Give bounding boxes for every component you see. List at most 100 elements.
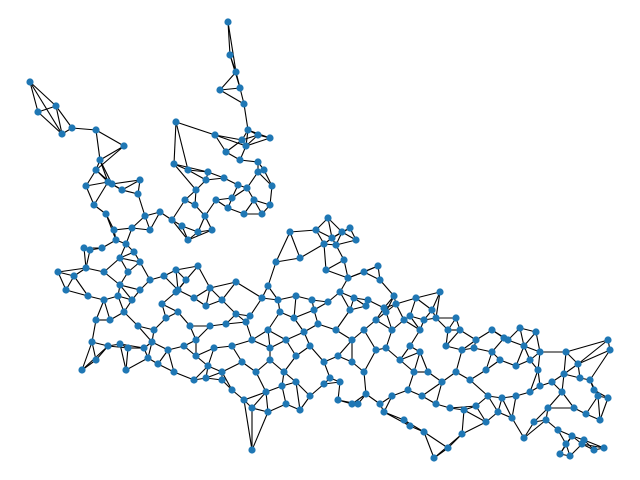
graph-node [206, 284, 214, 292]
graph-node [170, 160, 178, 168]
graph-node [208, 226, 216, 234]
graph-node [190, 294, 198, 302]
graph-node [136, 176, 144, 184]
graph-node [282, 336, 290, 344]
graph-edge [55, 105, 63, 135]
graph-node [472, 336, 480, 344]
graph-node [264, 282, 272, 290]
graph-node [52, 102, 60, 110]
graph-edge [255, 371, 267, 393]
graph-edge [95, 129, 125, 147]
graph-edge [219, 71, 237, 91]
graph-node [202, 176, 210, 184]
graph-node [162, 314, 170, 322]
graph-node [360, 268, 368, 276]
graph-edge [523, 419, 547, 439]
graph-edge [95, 145, 125, 171]
graph-node [406, 342, 414, 350]
graph-node [282, 400, 290, 408]
graph-edge [175, 265, 199, 271]
graph-node [292, 352, 300, 360]
graph-edge [209, 281, 237, 289]
graph-node [364, 296, 372, 304]
graph-node [190, 376, 198, 384]
graph-node [128, 224, 136, 232]
graph-node [396, 356, 404, 364]
graph-node [234, 181, 242, 189]
graph-node [192, 352, 200, 360]
graph-node [466, 376, 474, 384]
graph-node [120, 142, 128, 150]
graph-node [458, 346, 466, 354]
graph-node [232, 310, 240, 318]
graph-edge [71, 127, 97, 131]
graph-node [220, 174, 228, 182]
graph-node [400, 416, 408, 424]
graph-node [206, 322, 214, 330]
graph-node [274, 296, 282, 304]
graph-edge [175, 121, 216, 136]
graph-node [292, 378, 300, 386]
graph-node [172, 118, 180, 126]
graph-edge [423, 431, 449, 449]
graph-node [504, 336, 512, 344]
graph-edge [85, 181, 109, 187]
graph-node [264, 326, 272, 334]
graph-node [590, 386, 598, 394]
graph-node [472, 402, 480, 410]
graph-edge [95, 129, 101, 161]
graph-node [432, 314, 440, 322]
graph-node [360, 326, 368, 334]
graph-node [120, 308, 128, 316]
graph-node [452, 368, 460, 376]
graph-edge [171, 199, 186, 221]
graph-node [192, 186, 200, 194]
graph-node [218, 296, 226, 304]
graph-node [194, 228, 202, 236]
graph-edge [221, 281, 237, 301]
graph-edge [363, 329, 377, 351]
graph-node [260, 166, 268, 174]
graph-node [526, 388, 534, 396]
graph-node [498, 394, 506, 402]
graph-node [562, 440, 570, 448]
graph-edge [29, 81, 57, 107]
graph-edge [597, 395, 601, 421]
graph-node [554, 426, 562, 434]
graph-node [228, 342, 236, 350]
graph-node [344, 274, 352, 282]
graph-node [410, 368, 418, 376]
graph-node [324, 298, 332, 306]
graph-node [310, 306, 318, 314]
graph-node [238, 136, 246, 144]
graph-node [248, 404, 256, 412]
graph-edge [125, 347, 129, 371]
graph-node [428, 306, 436, 314]
graph-node [512, 362, 520, 370]
graph-node [184, 166, 192, 174]
graph-node [204, 168, 212, 176]
graph-edge [125, 357, 149, 371]
graph-edge [325, 269, 349, 279]
graph-node [70, 272, 78, 280]
graph-edge [267, 311, 281, 331]
graph-node [382, 344, 390, 352]
graph-node [456, 326, 464, 334]
graph-node [98, 244, 106, 252]
graph-node [320, 240, 328, 248]
graph-node [146, 226, 154, 234]
graph-node [26, 78, 34, 86]
graph-node [336, 378, 344, 386]
graph-node [58, 130, 66, 138]
graph-node [80, 244, 88, 252]
graph-node [248, 336, 256, 344]
graph-edge [383, 411, 411, 427]
graph-node [224, 18, 232, 26]
graph-edge [577, 349, 611, 365]
graph-edge [227, 21, 237, 73]
graph-edge [267, 261, 277, 287]
graph-edge [435, 291, 441, 319]
graph-node [118, 186, 126, 194]
graph-node [444, 444, 452, 452]
graph-node [181, 196, 189, 204]
